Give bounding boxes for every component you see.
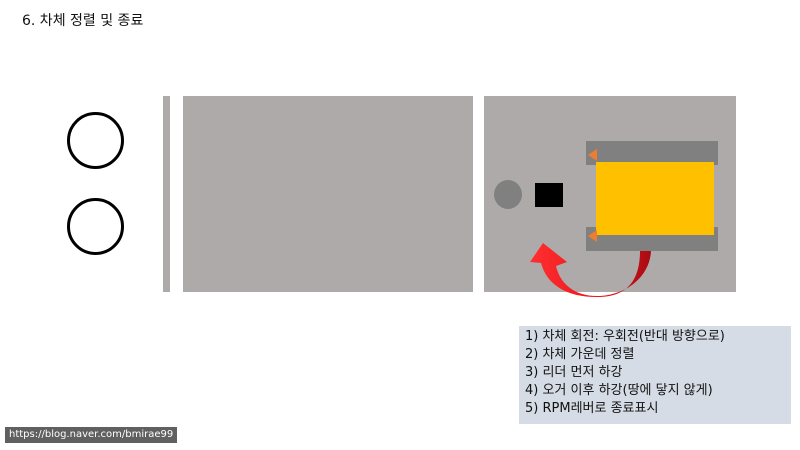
black-square-marker <box>535 183 563 207</box>
page-title: 6. 차체 정렬 및 종료 <box>22 13 144 29</box>
circle-bottom <box>67 198 124 255</box>
grey-circle-marker <box>494 180 522 209</box>
slot-top <box>586 141 718 165</box>
legend-box: 1) 차체 회전: 우회전(반대 방향으로) 2) 차체 가운데 정렬 3) 리… <box>519 326 791 424</box>
source-url-label: https://blog.naver.com/bmirae99 <box>5 427 178 443</box>
left-body-panel <box>183 96 473 292</box>
legend-step-3: 3) 리더 먼저 하강 <box>525 365 623 380</box>
legend-step-5: 5) RPM레버로 종료표시 <box>525 401 659 416</box>
circle-top <box>67 112 124 169</box>
legend-step-1: 1) 차체 회전: 우회전(반대 방향으로) <box>525 329 725 344</box>
legend-step-4: 4) 오거 이후 하강(땅에 닿지 않게) <box>525 383 713 398</box>
left-thin-strip <box>163 96 170 292</box>
orange-marker-bottom <box>588 230 597 242</box>
orange-marker-top <box>588 149 597 161</box>
legend-step-2: 2) 차체 가운데 정렬 <box>525 347 635 362</box>
yellow-block <box>596 162 714 235</box>
